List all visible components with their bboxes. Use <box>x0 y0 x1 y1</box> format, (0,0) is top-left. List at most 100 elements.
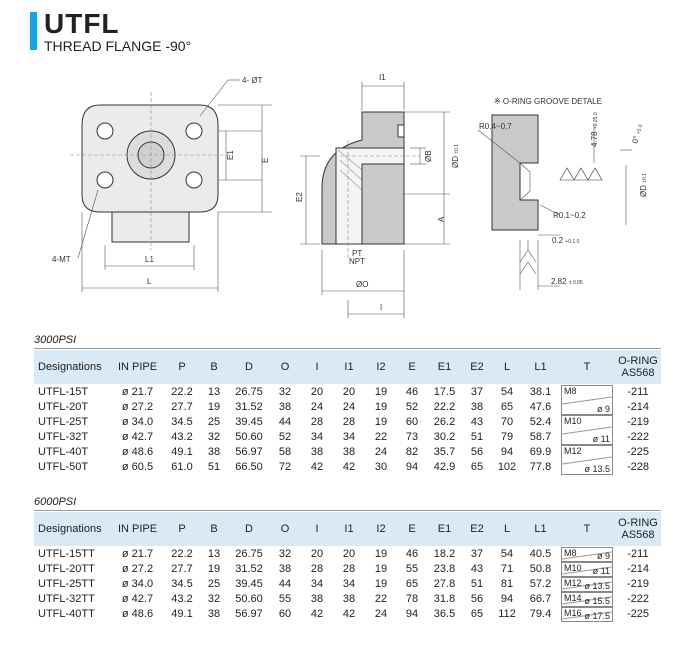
table-cell: 44 <box>278 415 292 428</box>
table-cell: 50.60 <box>235 592 263 605</box>
thread-m: M10 <box>564 416 582 426</box>
table-cell: 19 <box>374 562 388 575</box>
table-cell: 42.9 <box>433 460 456 473</box>
col-header: B <box>199 350 229 384</box>
table-cell: 19 <box>374 400 388 413</box>
table-cell: 81 <box>500 577 514 590</box>
table-cell: 65 <box>470 607 484 620</box>
table-cell: ø 34.0 <box>121 577 154 590</box>
col-header: Designations <box>34 350 110 384</box>
thread-cell <box>559 429 615 444</box>
table-cell: 43.2 <box>171 430 193 443</box>
table-cell: 79.4 <box>529 607 552 620</box>
table-cell: 20 <box>342 385 356 398</box>
table-cell: 34 <box>310 430 324 443</box>
thread-m: M16 <box>564 608 582 618</box>
table-cell: 58.7 <box>529 430 552 443</box>
col-header: E1 <box>427 350 462 384</box>
table-cell: 22.2 <box>171 385 193 398</box>
oring-cell: -211 <box>627 547 649 560</box>
label-e1: E1 <box>226 150 235 160</box>
col-header: I <box>301 512 333 546</box>
table-cell: 60 <box>405 415 419 428</box>
table-cell: 65 <box>500 400 514 413</box>
table-header-row: Designations IN PIPE P B D O I I1 I2 E E… <box>34 350 661 384</box>
table-cell: 38 <box>342 592 356 605</box>
table-cell: 51 <box>207 460 221 473</box>
thread-d: ø 15.5 <box>584 596 610 606</box>
col-header: I1 <box>333 512 365 546</box>
table-cell: 13 <box>207 385 221 398</box>
table-cell: 70 <box>500 415 514 428</box>
thread-m: M12 <box>564 578 582 588</box>
table-cell: ø 48.6 <box>121 445 154 458</box>
thread-d: ø 13.5 <box>584 581 610 591</box>
col-header: O <box>269 350 301 384</box>
table-cell: 32 <box>278 547 292 560</box>
table-cell: 65 <box>405 577 419 590</box>
table-cell: 52 <box>278 430 292 443</box>
thread-m: M14 <box>564 593 582 603</box>
col-header: B <box>199 512 229 546</box>
table-cell: 30 <box>374 460 388 473</box>
thread-d: ø 9 <box>596 551 610 561</box>
label-l1: L1 <box>145 255 154 264</box>
thread-d: ø 13.5 <box>584 464 610 474</box>
table-cell: ø 48.6 <box>121 607 154 620</box>
table-cell: 49.1 <box>171 607 193 620</box>
table-cell: 39.45 <box>235 415 263 428</box>
label-width: 2.82 ± 0.05 <box>551 277 583 286</box>
page-subtitle: THREAD FLANGE -90° <box>44 38 192 54</box>
designation-cell: UTFL-20T <box>38 400 89 413</box>
table-cell: 52.4 <box>529 415 552 428</box>
oring-cell: -211 <box>627 385 649 398</box>
label-o: ØO <box>356 280 368 289</box>
table-cell: 50.60 <box>235 430 263 443</box>
section-divider <box>34 348 661 349</box>
table-cell: 19 <box>207 400 221 413</box>
table-cell: 35.7 <box>433 445 456 458</box>
title-accent-bar <box>30 12 37 50</box>
table-cell: 94 <box>500 445 514 458</box>
table-cell: 61.0 <box>171 460 193 473</box>
designation-cell: UTFL-50T <box>38 460 89 473</box>
label-a: A <box>437 216 446 222</box>
table-cell: 27.8 <box>433 577 456 590</box>
label-r1: R0.4~0.7 <box>479 122 512 131</box>
table-cell: 47.6 <box>529 400 552 413</box>
label-npt: NPT <box>349 257 365 266</box>
label-groove-d: ØD ±0.1 <box>639 173 648 197</box>
col-header: I2 <box>365 512 397 546</box>
col-header: Designations <box>34 512 110 546</box>
label-i1: I1 <box>379 73 386 82</box>
table-cell: ø 27.2 <box>121 400 154 413</box>
label-r2: R0.1~0.2 <box>553 211 586 220</box>
oring-cell: -222 <box>626 430 650 443</box>
table-cell: 25 <box>207 577 221 590</box>
table-cell: ø 34.0 <box>121 415 154 428</box>
oring-cell: -214 <box>626 400 650 413</box>
table-cell: 56 <box>470 445 484 458</box>
oring-cell: -214 <box>626 562 650 575</box>
table-cell: 32 <box>207 592 221 605</box>
designation-cell: UTFL-40TT <box>38 607 95 620</box>
table-cell: 24 <box>310 400 324 413</box>
label-depth: 4.78 +0.25 0 <box>590 112 599 147</box>
table-cell: 38 <box>470 400 484 413</box>
table-cell: 56.97 <box>235 445 263 458</box>
col-header: IN PIPE <box>110 350 165 384</box>
table-cell: 55 <box>278 592 292 605</box>
table-cell: 27.7 <box>171 562 193 575</box>
